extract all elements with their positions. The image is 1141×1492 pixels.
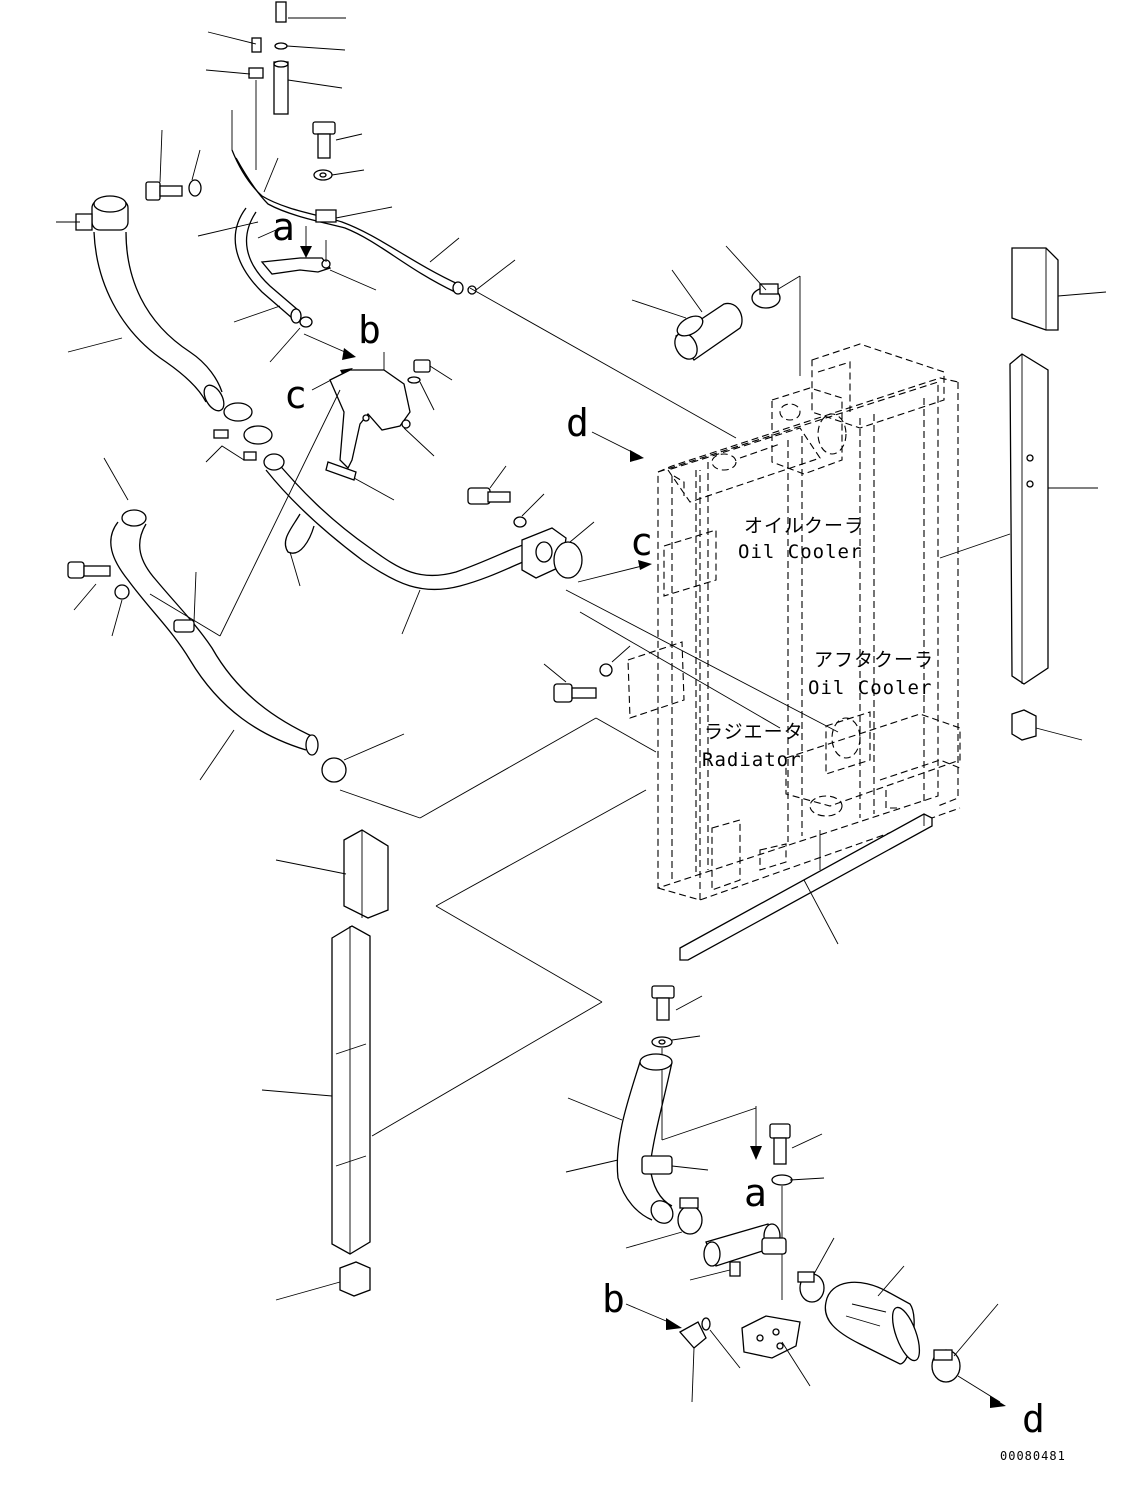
upper-branch-pipe bbox=[197, 149, 516, 363]
lower-bar bbox=[679, 813, 933, 961]
left-upper-hose bbox=[56, 195, 273, 463]
ref-letter-c-left: c bbox=[284, 373, 307, 417]
left-lower-hose bbox=[67, 457, 405, 783]
radiator-top-hose bbox=[631, 245, 781, 361]
drawing-code: 00080481 bbox=[1000, 1449, 1066, 1463]
left-column-parts bbox=[261, 829, 389, 1301]
radiator-assembly: オイルクーラ Oil Cooler アフタクーラ Oil Cooler ラジエー… bbox=[543, 343, 961, 901]
leader-lines-top bbox=[159, 17, 365, 183]
radiator-en-label: Radiator bbox=[702, 749, 802, 771]
top-fittings bbox=[145, 1, 365, 201]
lower-pipe-assembly: a b bbox=[565, 985, 1045, 1441]
bracket-cluster: b a c bbox=[272, 205, 453, 587]
ref-letter-b-top: b bbox=[358, 308, 381, 352]
ref-letter-d-bottom: d bbox=[1022, 1397, 1045, 1441]
ref-letter-b-bottom: b bbox=[602, 1277, 625, 1321]
ref-letter-c-right: c bbox=[630, 520, 653, 564]
aftercooler-jp-label: アフタクーラ bbox=[814, 649, 934, 671]
middle-pipe: c bbox=[263, 453, 653, 635]
oil-cooler-en-label: Oil Cooler bbox=[738, 541, 862, 563]
connection-lines bbox=[219, 275, 1011, 1137]
aftercooler-en-label: Oil Cooler bbox=[808, 677, 932, 699]
ref-letter-d-top: d bbox=[566, 401, 589, 445]
ref-letter-a-bottom: a bbox=[744, 1171, 767, 1215]
oil-cooler-jp-label: オイルクーラ bbox=[744, 515, 864, 537]
ref-letter-a-top: a bbox=[272, 205, 295, 249]
radiator-jp-label: ラジエータ bbox=[704, 721, 804, 743]
right-side-parts bbox=[1009, 247, 1107, 741]
